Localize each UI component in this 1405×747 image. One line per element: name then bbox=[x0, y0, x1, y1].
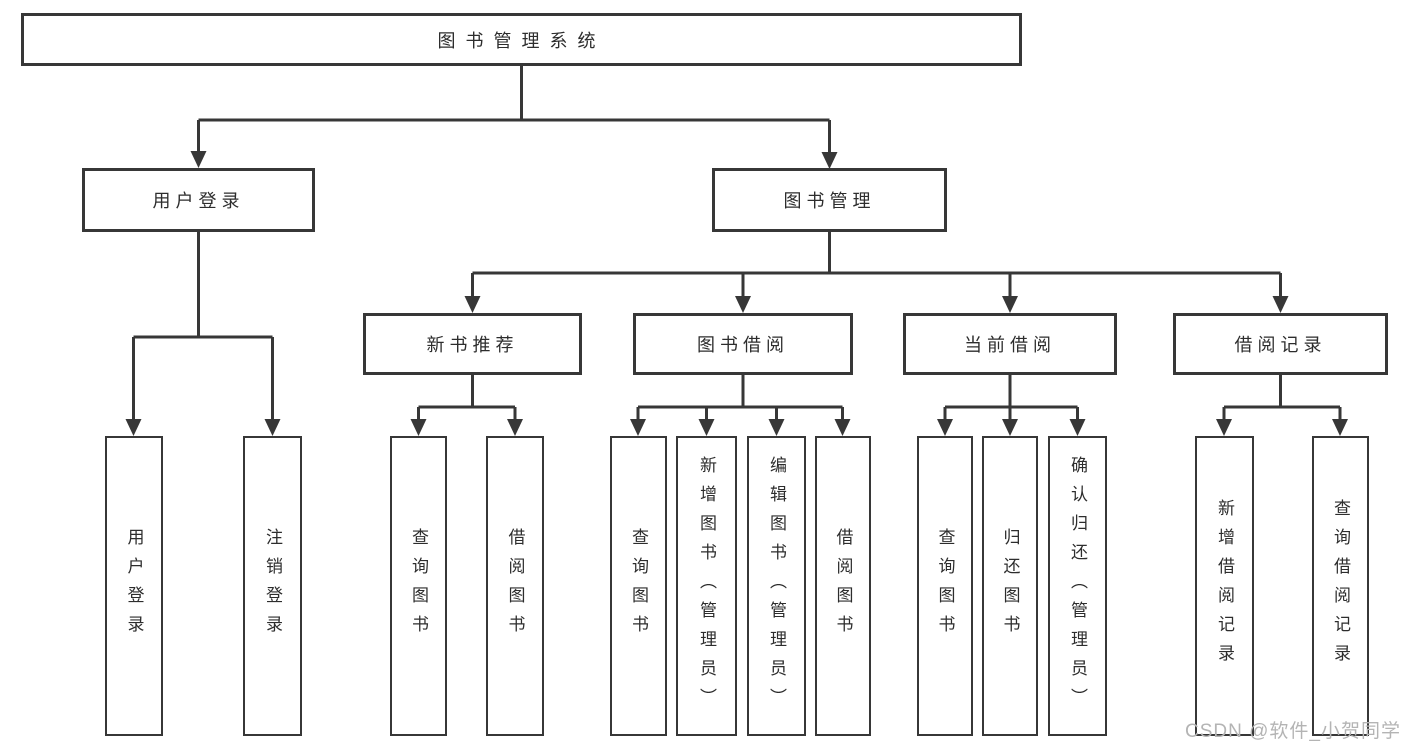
leaf-query-books-recommend: 查询图书 bbox=[390, 436, 447, 736]
leaf-logout: 注销登录 bbox=[243, 436, 302, 736]
leaf-user-login: 用户登录 bbox=[105, 436, 163, 736]
arrowheads bbox=[125, 151, 1348, 436]
node-library-system: 图书管理系统 bbox=[21, 13, 1022, 66]
leaf-add-borrow-record: 新增借阅记录 bbox=[1195, 436, 1254, 736]
leaf-query-books-borrow: 查询图书 bbox=[610, 436, 667, 736]
leaf-borrow-books-recommend: 借阅图书 bbox=[486, 436, 544, 736]
leaf-add-book-admin: 新增图书（管理员） bbox=[676, 436, 737, 736]
node-borrow-records: 借阅记录 bbox=[1173, 313, 1388, 375]
leaf-edit-book-admin: 编辑图书（管理员） bbox=[747, 436, 806, 736]
node-book-borrow: 图书借阅 bbox=[633, 313, 853, 375]
leaf-return-book: 归还图书 bbox=[982, 436, 1038, 736]
node-book-management: 图书管理 bbox=[712, 168, 947, 232]
node-user-login: 用户登录 bbox=[82, 168, 315, 232]
leaf-borrow-books: 借阅图书 bbox=[815, 436, 871, 736]
leaf-query-borrow-record: 查询借阅记录 bbox=[1312, 436, 1369, 736]
leaf-confirm-return-admin: 确认归还（管理员） bbox=[1048, 436, 1107, 736]
csdn-watermark: CSDN @软件_小贺同学 bbox=[1185, 721, 1401, 742]
node-new-book-recommend: 新书推荐 bbox=[363, 313, 582, 375]
leaf-query-books-current: 查询图书 bbox=[917, 436, 973, 736]
node-current-borrow: 当前借阅 bbox=[903, 313, 1117, 375]
